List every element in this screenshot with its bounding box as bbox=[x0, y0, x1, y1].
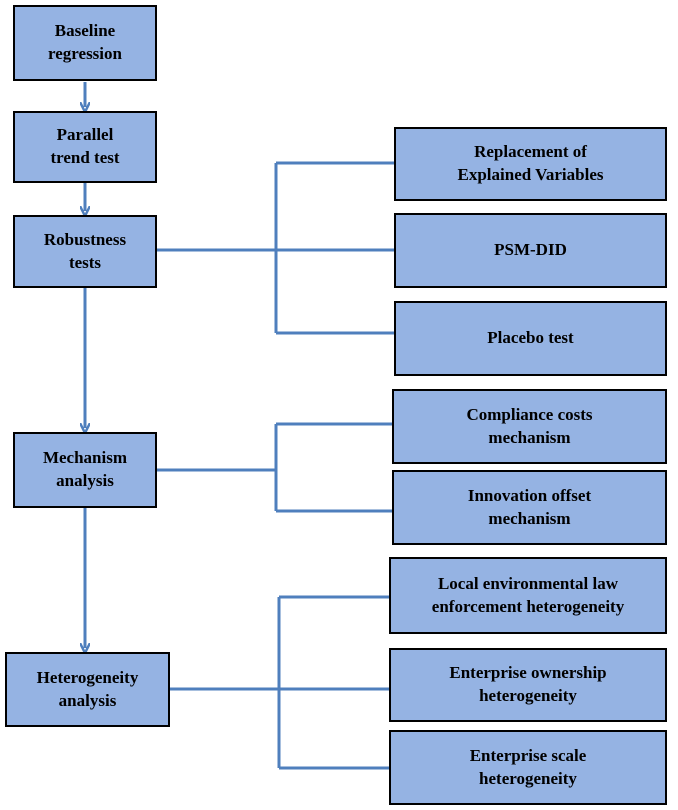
law-enforcement-heterogeneity-box: Local environmental law enforcement hete… bbox=[389, 557, 667, 634]
ownership-heterogeneity-box: Enterprise ownership heterogeneity bbox=[389, 648, 667, 722]
robustness-tests-box: Robustness tests bbox=[13, 215, 157, 288]
scale-heterogeneity-box: Enterprise scale heterogeneity bbox=[389, 730, 667, 805]
replacement-explained-variables-label: Replacement of Explained Variables bbox=[457, 142, 604, 184]
innovation-offset-mechanism-label: Innovation offset mechanism bbox=[467, 485, 592, 528]
placebo-test-box: Placebo test bbox=[394, 301, 667, 376]
psm-did-label: PSM-DID bbox=[494, 240, 567, 260]
baseline-regression-label: Baseline regression bbox=[48, 21, 122, 63]
parallel-trend-test-label: Parallel trend test bbox=[50, 125, 120, 167]
scale-heterogeneity-label: Enterprise scale heterogeneity bbox=[469, 745, 587, 788]
mechanism-analysis-label: Mechanism analysis bbox=[42, 448, 128, 490]
robustness-tests-label: Robustness tests bbox=[43, 229, 127, 272]
replacement-explained-variables-box: Replacement of Explained Variables bbox=[394, 127, 667, 201]
compliance-costs-mechanism-label: Compliance costs mechanism bbox=[466, 404, 593, 447]
heterogeneity-analysis-box: Heterogeneity analysis bbox=[5, 652, 170, 727]
innovation-offset-mechanism-box: Innovation offset mechanism bbox=[392, 470, 667, 545]
mechanism-analysis-box: Mechanism analysis bbox=[13, 432, 157, 508]
ownership-heterogeneity-label: Enterprise ownership heterogeneity bbox=[449, 663, 607, 705]
law-enforcement-heterogeneity-label: Local environmental law enforcement hete… bbox=[431, 573, 625, 616]
compliance-costs-mechanism-box: Compliance costs mechanism bbox=[392, 389, 667, 464]
psm-did-box: PSM-DID bbox=[394, 213, 667, 288]
parallel-trend-test-box: Parallel trend test bbox=[13, 111, 157, 183]
heterogeneity-analysis-label: Heterogeneity analysis bbox=[36, 667, 139, 710]
placebo-test-label: Placebo test bbox=[487, 328, 574, 348]
baseline-regression-box: Baseline regression bbox=[13, 5, 157, 81]
